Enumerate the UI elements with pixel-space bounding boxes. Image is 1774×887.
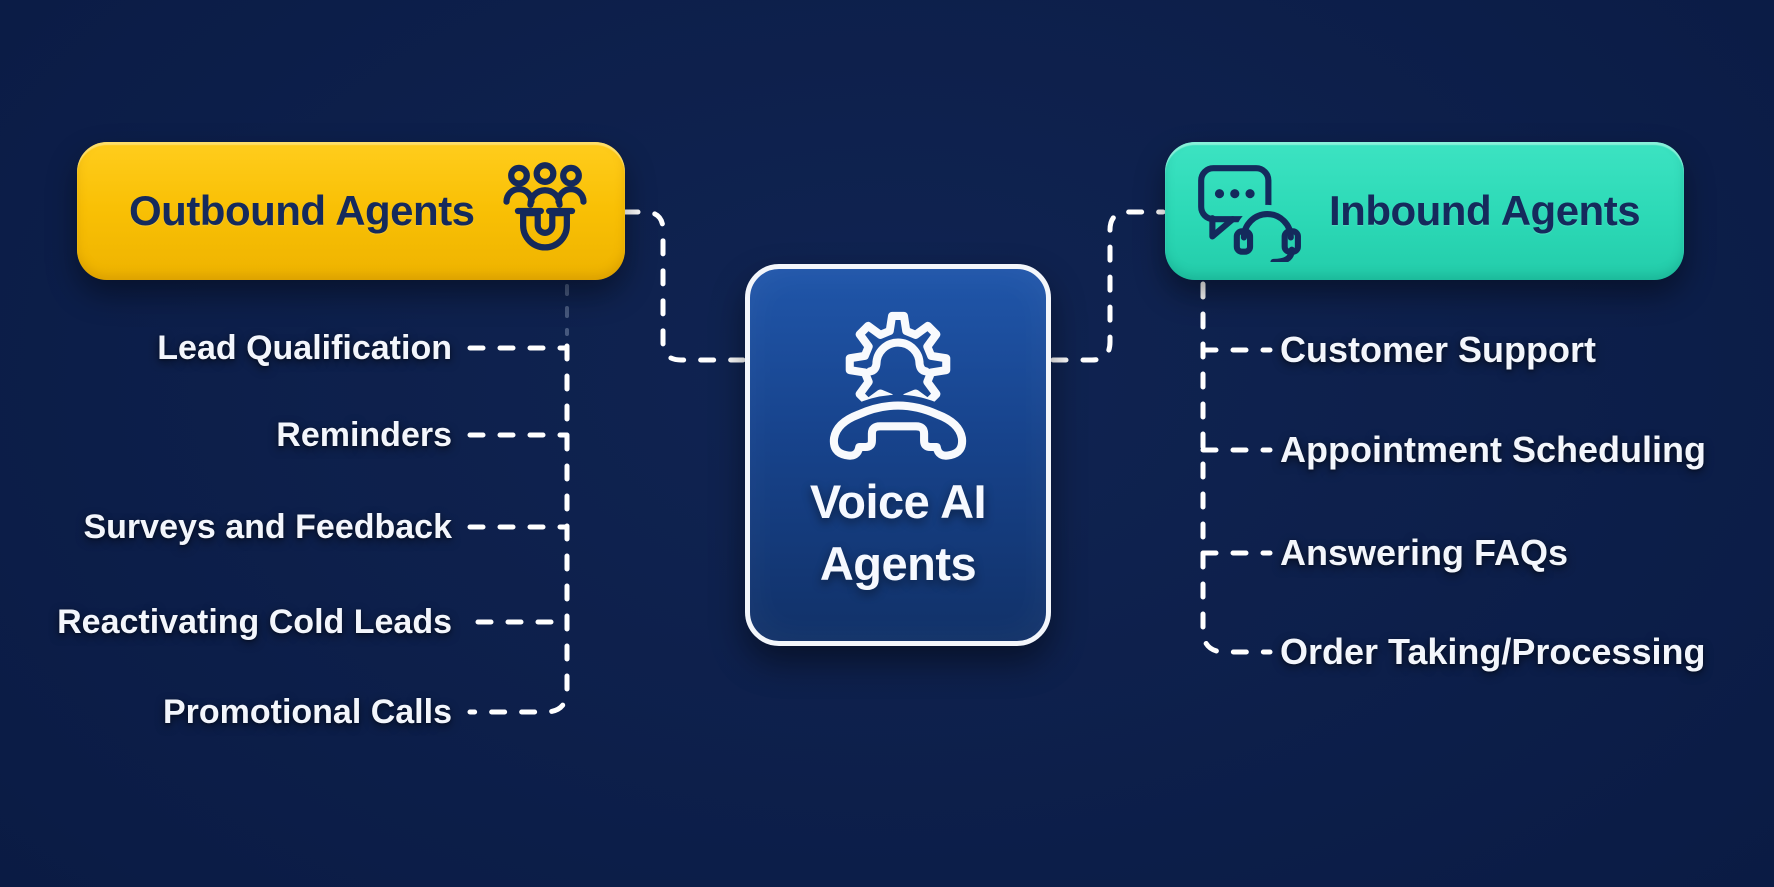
chat-headset-icon: [1191, 160, 1303, 262]
inbound-item-customer-support: Customer Support: [1280, 329, 1597, 370]
outbound-item-surveys-feedback: Surveys and Feedback: [83, 508, 452, 546]
inbound-item-answering-faqs: Answering FAQs: [1280, 532, 1569, 573]
inbound-item-order-taking-processing: Order Taking/Processing: [1280, 631, 1706, 672]
inbound-agents-title: Inbound Agents: [1329, 187, 1641, 234]
team-magnet-icon: [493, 159, 597, 263]
outbound-item-reactivating-cold-leads: Reactivating Cold Leads: [57, 603, 452, 641]
voice-ai-agents-title: Voice AI Agents: [809, 471, 987, 595]
voice-ai-agents-node: Voice AI Agents: [745, 264, 1051, 646]
inbound-agents-node: Inbound Agents: [1165, 142, 1684, 280]
connector-outbound-to-center: [622, 209, 746, 363]
inbound-item-appointment-scheduling: Appointment Scheduling: [1280, 429, 1706, 470]
outbound-item-promotional-calls: Promotional Calls: [162, 693, 452, 731]
outbound-item-lead-qualification: Lead Qualification: [157, 329, 452, 367]
connector-inbound-spine: [1200, 281, 1273, 655]
outbound-agents-title: Outbound Agents: [129, 187, 475, 234]
connector-outbound-spine: [467, 343, 570, 715]
voice-ai-agents-title-line2: Agents: [819, 537, 977, 590]
gear-phone-icon: [808, 303, 988, 465]
outbound-agents-node: Outbound Agents: [77, 142, 625, 280]
voice-ai-agents-title-line1: Voice AI: [809, 475, 987, 528]
outbound-item-reminders: Reminders: [276, 416, 452, 454]
connector-center-to-inbound: [1050, 209, 1166, 363]
